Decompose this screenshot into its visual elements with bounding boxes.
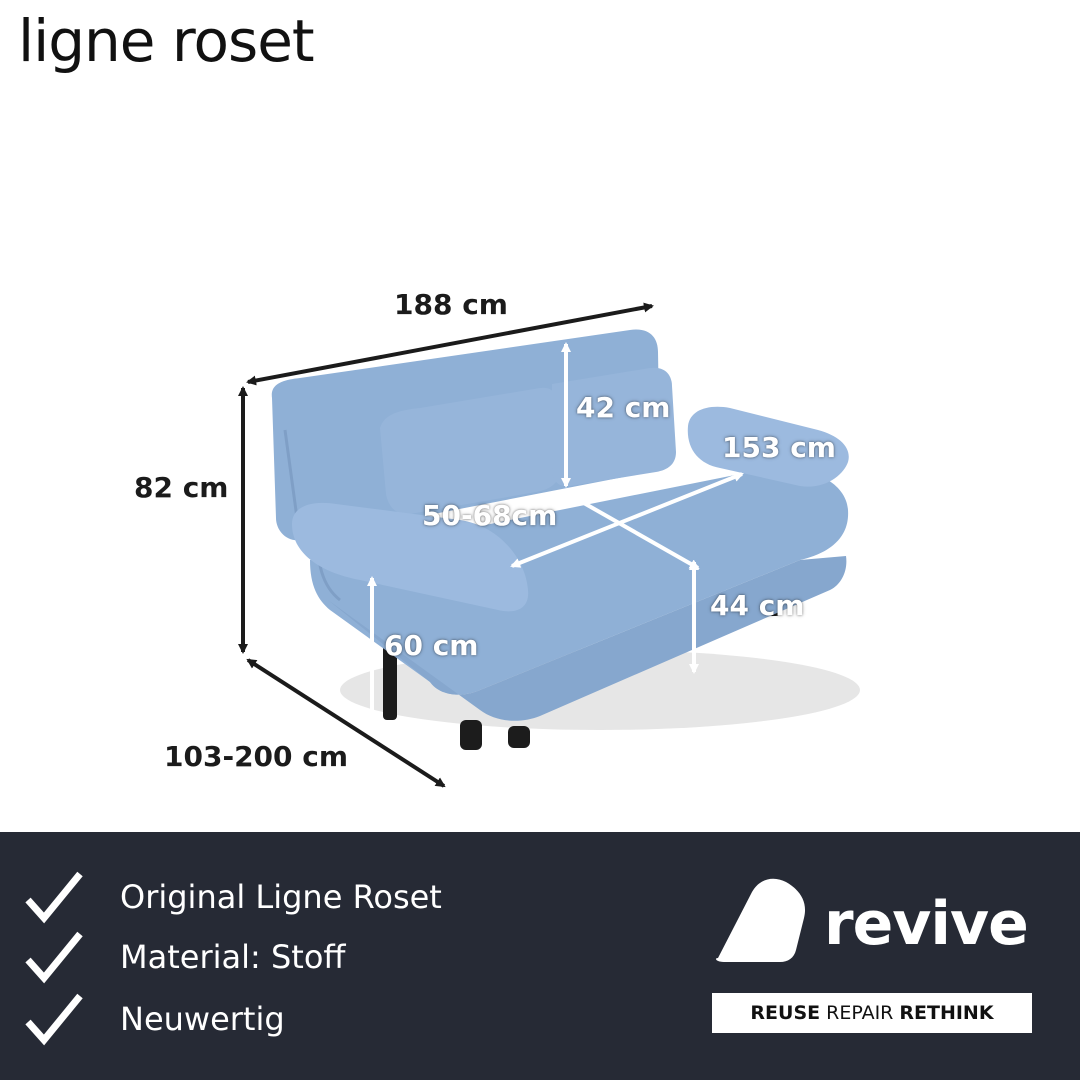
feature-item: Original Ligne Roset	[24, 868, 584, 928]
tagline-repair: REPAIR	[826, 1002, 894, 1024]
width-label: 188 cm	[394, 288, 508, 321]
footer-banner	[0, 832, 1080, 1080]
seat-height-label: 44 cm	[710, 589, 805, 622]
seat-depth-line	[566, 492, 700, 570]
sofa-illustration	[238, 302, 860, 788]
sofa-leg	[508, 726, 530, 748]
depth-label: 103-200 cm	[164, 740, 349, 773]
backrest-height-label: 42 cm	[576, 391, 671, 424]
tagline-rethink: RETHINK	[899, 1002, 994, 1024]
sofa-leg	[460, 720, 482, 750]
ligne-roset-logo: ligne roset	[18, 7, 315, 75]
product-dimension-diagram: 188 cm 82 cm 103-200 cm 42 cm 153 cm 50-…	[134, 288, 860, 788]
width-dimension-line	[246, 302, 654, 386]
armrest-height-label: 60 cm	[384, 629, 479, 662]
revive-wordmark: revive	[824, 889, 1029, 959]
revive-mark-icon	[716, 878, 806, 962]
left-armrest	[292, 502, 529, 612]
height-label: 82 cm	[134, 471, 229, 504]
back-cushion	[552, 367, 676, 487]
depth-dimension-line	[246, 658, 446, 788]
right-armrest	[687, 406, 849, 487]
armrest-length-label: 153 cm	[722, 431, 836, 464]
check-icon	[25, 871, 83, 924]
check-icon	[25, 931, 83, 984]
check-icon	[25, 993, 83, 1046]
feature-item: Neuwertig	[24, 990, 584, 1050]
feature-label: Original Ligne Roset	[120, 878, 442, 916]
revive-logo: revive	[712, 878, 1042, 970]
tagline-reuse: REUSE	[750, 1002, 821, 1024]
feature-item: Material: Stoff	[24, 928, 584, 988]
sofa-base-cushion	[328, 556, 847, 721]
feature-label: Material: Stoff	[120, 938, 346, 976]
seat-depth-label: 50-68cm	[422, 499, 558, 532]
feature-label: Neuwertig	[120, 1000, 285, 1038]
revive-tagline: REUSE REPAIR RETHINK	[712, 993, 1032, 1033]
